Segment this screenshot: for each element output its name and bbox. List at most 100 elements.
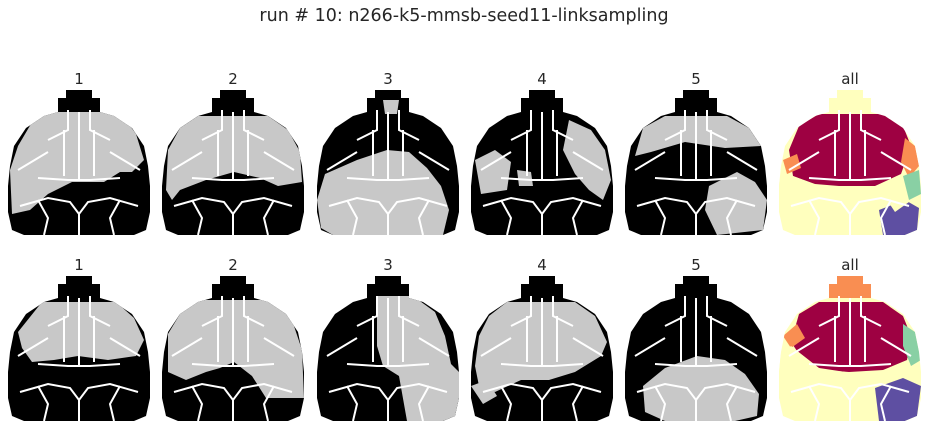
region-boundary [191, 177, 275, 181]
brain-map [162, 276, 304, 421]
region-boundary [634, 337, 758, 357]
panel-title: all [841, 70, 859, 88]
region-boundary [191, 199, 275, 235]
panel-row1-1: 1 [8, 70, 150, 235]
cluster-region [875, 378, 921, 421]
panel-title: 1 [74, 256, 84, 274]
region-boundary [500, 363, 584, 367]
panel-row1-4: 4 [471, 70, 613, 235]
panel-title: 3 [383, 256, 393, 274]
brain-map [317, 276, 459, 421]
panel-title: 2 [228, 70, 238, 88]
region-boundary [17, 337, 141, 357]
region-boundary [356, 296, 420, 327]
membership-region [10, 112, 144, 214]
region-boundary [47, 110, 111, 141]
panel-row1-3: 3 [317, 70, 459, 235]
panel-title: 3 [383, 70, 393, 88]
region-boundary [808, 177, 892, 181]
panel-title: 5 [691, 256, 701, 274]
region-boundary [526, 316, 558, 366]
brain-map [471, 276, 613, 421]
cluster-region [901, 138, 919, 178]
region-boundary [191, 363, 275, 367]
brain-map [779, 276, 921, 421]
region-boundary [664, 110, 728, 141]
region-boundary [37, 363, 121, 367]
brain-map [162, 90, 304, 235]
figure-title: run # 10: n266-k5-mmsb-seed11-linksampli… [259, 6, 669, 26]
region-boundary [47, 296, 111, 327]
brain-map [8, 276, 150, 421]
region-boundary [63, 316, 95, 366]
panel-title: 2 [228, 256, 238, 274]
region-boundary [834, 316, 866, 366]
region-boundary [808, 199, 892, 235]
region-boundary [480, 337, 604, 357]
region-boundary [217, 130, 249, 180]
region-boundary [500, 199, 584, 235]
region-boundary [788, 337, 912, 357]
region-boundary [788, 151, 912, 171]
region-boundary [372, 316, 404, 366]
panel-row1-all: all [779, 70, 921, 235]
region-boundary [634, 151, 758, 171]
region-boundary [654, 385, 738, 421]
region-boundary [510, 110, 574, 141]
brain-map [625, 90, 767, 235]
region-boundary [326, 151, 450, 171]
region-boundary [680, 130, 712, 180]
cluster-region [887, 186, 909, 212]
panel-title: 4 [537, 256, 547, 274]
membership-region [317, 150, 449, 235]
membership-region [635, 116, 761, 156]
region-boundary [664, 296, 728, 327]
panel-row2-4: 4 [471, 256, 613, 421]
brain-map [625, 276, 767, 421]
region-boundary [500, 385, 584, 421]
membership-region [517, 170, 533, 186]
membership-region [475, 150, 511, 194]
panel-title: 1 [74, 70, 84, 88]
region-boundary [346, 199, 430, 235]
membership-region [383, 100, 399, 114]
membership-region [168, 300, 304, 398]
panel-row2-2: 2 [162, 256, 304, 421]
region-boundary [346, 363, 430, 367]
region-boundary [356, 110, 420, 141]
cluster-region [903, 324, 921, 366]
region-boundary [37, 177, 121, 181]
region-boundary [63, 130, 95, 180]
region-boundary [808, 385, 892, 421]
region-boundary [680, 316, 712, 366]
cluster-region [879, 200, 919, 235]
region-boundary [834, 130, 866, 180]
cluster-region [903, 170, 921, 200]
region-boundary [346, 385, 430, 421]
region-boundary [191, 385, 275, 421]
membership-region [18, 302, 144, 362]
region-boundary [818, 110, 882, 141]
brain-map [471, 90, 613, 235]
region-boundary [654, 363, 738, 367]
region-boundary [654, 177, 738, 181]
panel-row1-5: 5 [625, 70, 767, 235]
membership-region [643, 356, 759, 421]
panel-row2-1: 1 [8, 256, 150, 421]
region-boundary [37, 199, 121, 235]
region-boundary [217, 316, 249, 366]
panel-title: 4 [537, 70, 547, 88]
panel-row2-5: 5 [625, 256, 767, 421]
region-boundary [526, 130, 558, 180]
cluster-region [779, 176, 891, 235]
brain-map [779, 90, 921, 235]
cluster-region [783, 324, 805, 348]
brain-map [8, 90, 150, 235]
region-boundary [17, 151, 141, 171]
panel-title: all [841, 256, 859, 274]
cluster-region [819, 276, 871, 298]
panel-row2-3: 3 [317, 256, 459, 421]
region-boundary [37, 385, 121, 421]
panel-title: 5 [691, 70, 701, 88]
panel-row1-2: 2 [162, 70, 304, 235]
